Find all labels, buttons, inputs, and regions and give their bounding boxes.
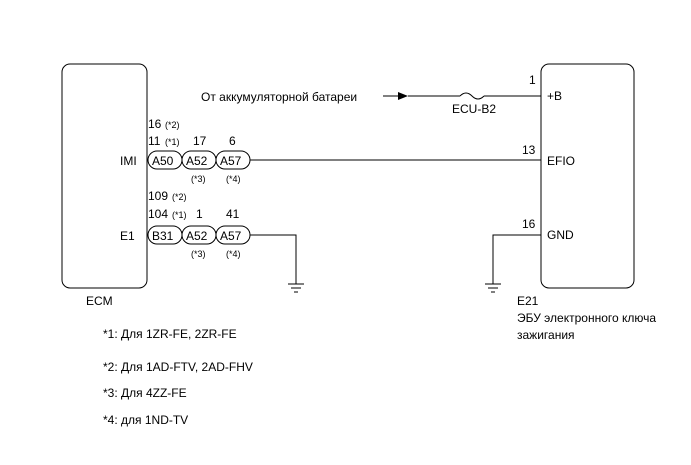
e1-ground-icon	[288, 283, 304, 293]
imi-pin-a57-num: 6	[229, 134, 236, 148]
note-3: *3: Для 4ZZ-FE	[103, 386, 187, 400]
ecm-box	[61, 63, 148, 289]
e1-pin-a57-num: 41	[226, 207, 240, 221]
e1-note-a57: (*4)	[226, 249, 241, 259]
e21-name-line2: зажигания	[517, 328, 575, 342]
imi-note-a52: (*3)	[191, 174, 206, 184]
ecm-label: ECM	[86, 294, 113, 308]
e21-pin-gnd-num: 16	[522, 217, 536, 231]
imi-num-bottom: 11	[148, 134, 161, 148]
e1-connector-a57-label: A57	[220, 229, 242, 243]
battery-label: От аккумуляторной батареи	[201, 90, 357, 104]
e1-connector-b31-label: B31	[152, 229, 174, 243]
e1-pin-name: E1	[120, 229, 135, 243]
fuse-symbol-icon	[459, 92, 485, 100]
note-1: *1: Для 1ZR-FE, 2ZR-FE	[103, 327, 237, 341]
imi-pin-name: IMI	[120, 154, 137, 168]
gnd-ground-icon	[485, 283, 501, 293]
e1-note-bottom: (*1)	[172, 210, 187, 220]
note-4: *4: для 1ND-TV	[103, 413, 188, 427]
e1-num-top: 109	[148, 189, 168, 203]
e21-name-line1: ЭБУ электронного ключа	[517, 311, 656, 325]
imi-pin-a52-num: 17	[193, 134, 207, 148]
imi-note-bottom: (*1)	[165, 137, 180, 147]
e21-pin-b-name: +B	[547, 89, 562, 103]
gnd-ground-wire	[492, 234, 541, 284]
imi-connector-a52-label: A52	[186, 154, 208, 168]
e21-pin-efio-name: EFIO	[547, 154, 575, 168]
imi-connector-a50-label: A50	[152, 154, 174, 168]
e21-box	[540, 63, 635, 289]
imi-note-top: (*2)	[165, 120, 180, 130]
battery-arrow-icon	[398, 92, 408, 100]
e1-ground-wire	[250, 234, 297, 284]
e1-note-a52: (*3)	[191, 249, 206, 259]
e21-pin-gnd-name: GND	[547, 228, 574, 242]
fuse-label: ECU-B2	[452, 102, 496, 116]
e1-num-bottom: 104	[148, 207, 168, 221]
note-2: *2: Для 1AD-FTV, 2AD-FHV	[103, 360, 253, 374]
e21-pin-b-num: 1	[529, 73, 536, 87]
e21-pin-efio-num: 13	[522, 143, 536, 157]
imi-connector-a57-label: A57	[220, 154, 242, 168]
e1-note-top: (*2)	[172, 192, 187, 202]
e21-code: E21	[517, 294, 539, 308]
e1-pin-a52-num: 1	[196, 207, 203, 221]
imi-num-top: 16	[148, 117, 162, 131]
imi-note-a57: (*4)	[226, 174, 241, 184]
e1-connector-a52-label: A52	[186, 229, 208, 243]
